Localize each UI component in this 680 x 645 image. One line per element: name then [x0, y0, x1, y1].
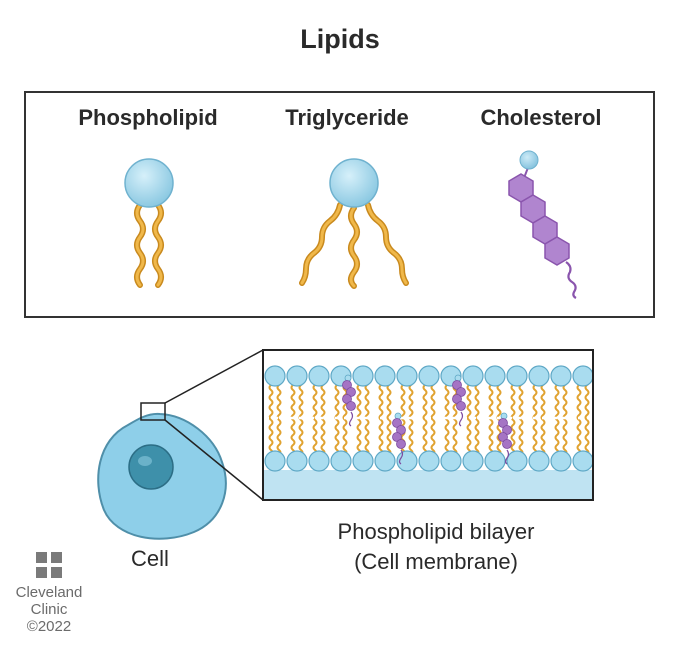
phospholipid-head	[124, 158, 174, 208]
bilayer-head-inner	[440, 450, 462, 472]
bilayer-cholesterol	[498, 412, 512, 465]
bilayer-tail	[576, 379, 582, 421]
bilayer-tail	[422, 379, 428, 421]
bilayer-head-outer	[528, 365, 550, 387]
zoom-line-bottom	[164, 419, 264, 501]
bilayer-tail	[276, 379, 282, 421]
bilayer-tail	[290, 379, 296, 421]
bilayer-tail	[334, 379, 340, 421]
bilayer-frame	[262, 349, 594, 501]
bilayer-tail	[496, 379, 502, 421]
bilayer-head-outer	[374, 365, 396, 387]
bilayer-tail	[474, 379, 480, 421]
bilayer-tail	[584, 379, 590, 421]
bilayer-head-inner	[352, 450, 374, 472]
bilayer-tail	[554, 379, 560, 421]
bilayer-head-outer	[484, 365, 506, 387]
brand-copyright: ©2022	[26, 618, 72, 635]
triglyceride-label: Triglyceride	[285, 105, 409, 130]
bilayer-head-outer	[418, 365, 440, 387]
zoom-line-top	[164, 349, 264, 404]
bilayer-tail	[386, 379, 392, 421]
bilayer-tail	[400, 379, 406, 421]
bilayer-head-inner	[572, 450, 593, 472]
triglyceride-molecule	[299, 158, 409, 289]
bilayer-tail	[268, 379, 274, 421]
bilayer-head-inner	[550, 450, 572, 472]
brand-name-line2: Clinic	[30, 601, 68, 618]
bilayer-tail	[466, 379, 472, 421]
bilayer-head-inner	[308, 450, 330, 472]
bilayer-caption-line2: (Cell membrane)	[354, 549, 518, 574]
bilayer-tail	[378, 379, 384, 421]
bilayer-tail	[356, 379, 362, 421]
bilayer-head-inner	[484, 450, 506, 472]
bilayer-head-outer	[286, 365, 308, 387]
bilayer-tail	[532, 379, 538, 421]
bilayer-head-outer	[308, 365, 330, 387]
bilayer-head-inner	[462, 450, 484, 472]
brand-logo: Cleveland Clinic ©2022	[14, 552, 84, 635]
bilayer-caption: Phospholipid bilayer (Cell membrane)	[286, 517, 586, 577]
bilayer-head-inner	[528, 450, 550, 472]
bilayer-tail	[430, 379, 436, 421]
bilayer-tail	[298, 379, 304, 421]
brand-name-line1: Cleveland	[15, 584, 83, 601]
bilayer-head-inner	[330, 450, 352, 472]
bilayer-head-outer	[396, 365, 418, 387]
cell-caption: Cell	[131, 546, 169, 571]
cholesterol-molecule	[508, 150, 577, 299]
bilayer-tail	[540, 379, 546, 421]
cell-nucleus	[128, 444, 174, 490]
bilayer-head-outer	[462, 365, 484, 387]
bilayer-tail	[444, 379, 450, 421]
bilayer-tail	[364, 379, 370, 421]
bilayer-cholesterol	[392, 412, 406, 465]
zoom-region-box	[140, 402, 166, 421]
extracellular-fluid	[263, 470, 593, 500]
cholesterol-label: Cholesterol	[480, 105, 602, 130]
cleveland-clinic-icon	[36, 552, 62, 578]
cholesterol-head	[519, 150, 539, 170]
bilayer-tail	[510, 379, 516, 421]
bilayer-head-inner	[374, 450, 396, 472]
bilayer-tail	[408, 379, 414, 421]
page-title: Lipids	[300, 24, 380, 54]
bilayer-tail	[312, 379, 318, 421]
bilayer-tail	[488, 379, 494, 421]
bilayer-head-inner	[286, 450, 308, 472]
bilayer-head-inner	[418, 450, 440, 472]
bilayer-head-outer	[550, 365, 572, 387]
bilayer-cholesterol	[342, 374, 356, 427]
bilayer-head-outer	[264, 365, 286, 387]
bilayer-tail	[320, 379, 326, 421]
bilayer-cholesterol	[452, 374, 466, 427]
cell	[97, 412, 227, 540]
triglyceride-head	[329, 158, 379, 208]
bilayer-tail	[518, 379, 524, 421]
phospholipid-label: Phospholipid	[78, 105, 218, 130]
phospholipid-bilayer	[262, 349, 594, 501]
bilayer-caption-line1: Phospholipid bilayer	[337, 519, 535, 544]
cholesterol-ring	[544, 236, 570, 266]
cholesterol-tail	[565, 261, 577, 299]
bilayer-head-outer	[352, 365, 374, 387]
bilayer-head-inner	[264, 450, 286, 472]
bilayer-head-outer	[572, 365, 593, 387]
bilayer-head-outer	[506, 365, 528, 387]
bilayer-tail	[562, 379, 568, 421]
phospholipid-molecule	[124, 158, 174, 288]
bilayer-head-inner	[506, 450, 528, 472]
